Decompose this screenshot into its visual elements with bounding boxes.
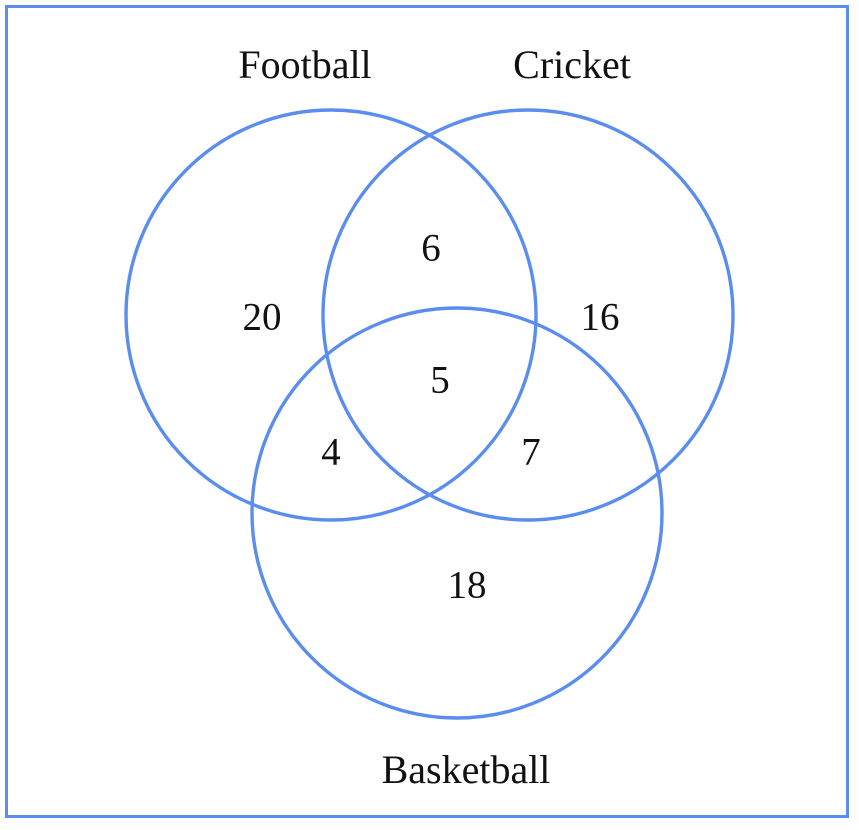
circle-basketball — [250, 306, 664, 720]
circle-cricket — [321, 108, 735, 522]
region-count-football-basketball: 4 — [321, 430, 341, 474]
region-count-football-cricket: 6 — [421, 226, 441, 270]
region-count-all-three: 5 — [430, 358, 450, 402]
region-count-cricket-basketball: 7 — [521, 430, 541, 474]
region-count-basketball-only: 18 — [447, 563, 487, 607]
set-label-football: Football — [238, 42, 372, 87]
circle-football — [124, 108, 538, 522]
region-count-football-only: 20 — [242, 295, 282, 339]
set-label-basketball: Basketball — [381, 747, 551, 792]
set-label-cricket: Cricket — [513, 42, 631, 87]
region-count-cricket-only: 16 — [580, 295, 620, 339]
